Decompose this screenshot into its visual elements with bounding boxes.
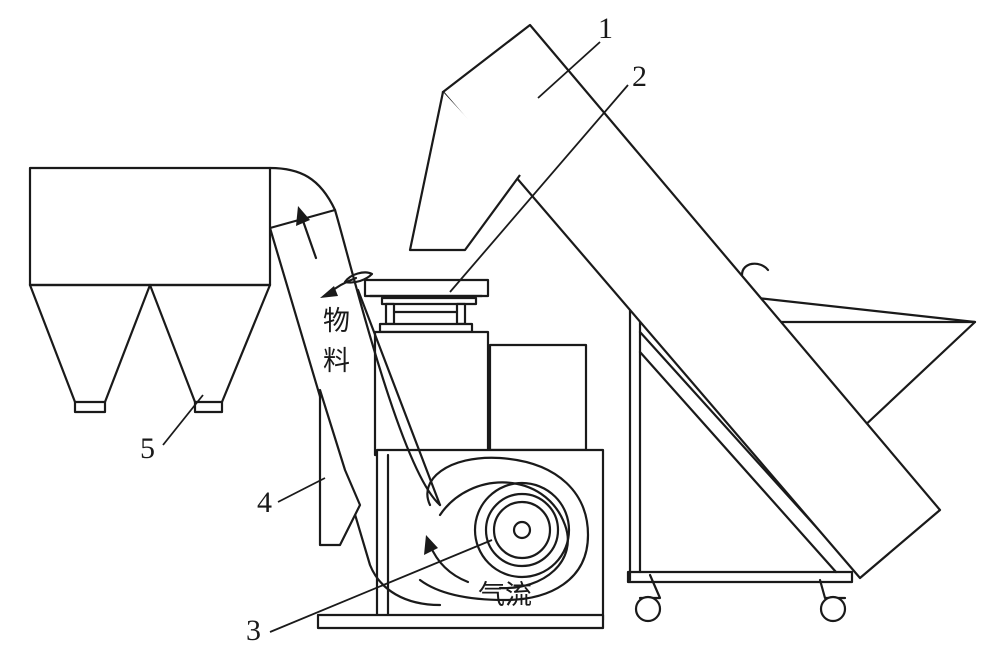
motor-housing bbox=[373, 330, 588, 457]
label-2: 2 bbox=[632, 60, 647, 93]
airflow-label: 气流 bbox=[478, 580, 532, 611]
label-5: 5 bbox=[140, 432, 155, 465]
label-1: 1 bbox=[598, 12, 613, 45]
flow-arrows bbox=[296, 206, 470, 584]
leader-lines bbox=[162, 41, 629, 633]
label-4: 4 bbox=[257, 486, 272, 519]
cyclone-collector bbox=[28, 166, 272, 414]
fan-unit bbox=[316, 448, 605, 630]
material-path bbox=[356, 288, 442, 507]
duct-arrow-icon bbox=[296, 206, 310, 226]
inclined-hopper bbox=[408, 23, 942, 580]
feed-platform bbox=[363, 278, 490, 334]
airflow-arrow-icon bbox=[424, 535, 438, 555]
material-label-char1: 物 bbox=[323, 306, 350, 337]
label-3: 3 bbox=[246, 614, 261, 647]
stand-frame bbox=[626, 308, 854, 623]
collection-bin bbox=[740, 262, 977, 432]
material-arrow-icon bbox=[320, 286, 338, 298]
material-label-char2: 料 bbox=[323, 346, 350, 377]
